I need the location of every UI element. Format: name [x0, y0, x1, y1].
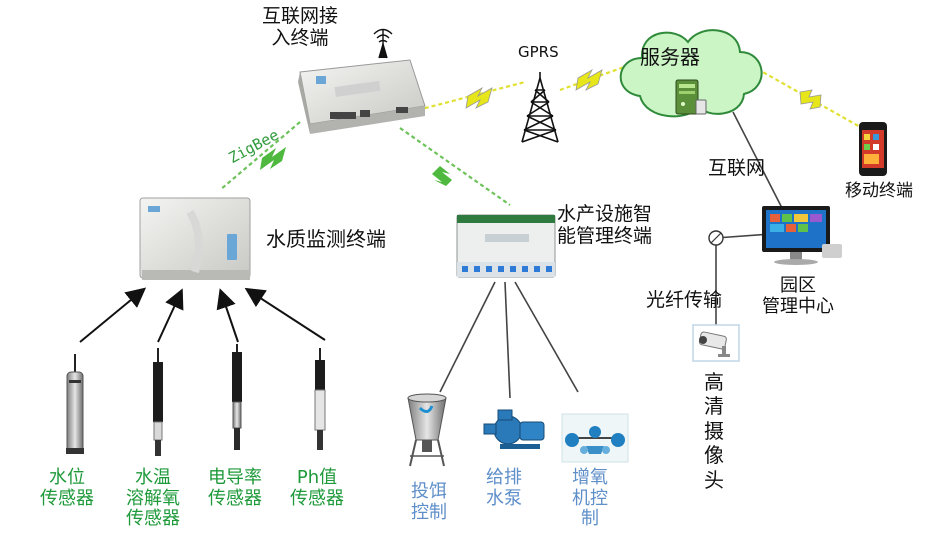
water-level-sensor-icon — [66, 354, 84, 454]
sensor-label-temp-do-line1: 水温 — [135, 467, 171, 488]
aqua-terminal-device — [456, 214, 556, 278]
control-label-feeding-line1: 投饵 — [411, 481, 447, 502]
control-label-aerator-line3: 制 — [581, 508, 599, 530]
temp-do-sensor-icon — [153, 348, 163, 456]
camera-label-char5: 头 — [704, 467, 724, 492]
park-center-label-line1: 园区 — [780, 275, 816, 296]
sensor-label-temp-do: 水温 溶解氧 传感器 — [126, 467, 180, 530]
cctv-camera-icon — [692, 324, 740, 362]
feeder-icon — [407, 393, 447, 467]
mobile-phone-icon — [859, 122, 887, 176]
camera-label-char1: 高 — [704, 370, 724, 394]
camera-label-char2: 清 — [704, 394, 724, 419]
park-center-label-line2: 管理中心 — [762, 295, 834, 317]
sensor-label-conductivity-line2: 传感器 — [208, 487, 262, 509]
internet-gateway-label-line1: 互联网接 — [262, 5, 339, 27]
internet-label: 互联网 — [708, 157, 766, 179]
sensor-label-ph: Ph值 传感器 — [290, 467, 344, 509]
camera-label: 高 清 摄 像 头 — [704, 370, 724, 492]
wireless-links — [219, 60, 863, 206]
server-icon — [675, 79, 707, 115]
sensor-arrows — [79, 287, 326, 343]
sensor-label-temp-do-line3: 传感器 — [126, 508, 180, 530]
gprs-label: GPRS — [518, 43, 559, 61]
sensor-label-temp-do-line2: 溶解氧 — [126, 487, 180, 509]
internet-gateway-label-line2: 入终端 — [271, 26, 329, 49]
aerator-icon — [561, 413, 629, 463]
park-center-label: 园区 管理中心 — [762, 275, 834, 317]
sensor-label-ph-line1: Ph值 — [296, 467, 338, 488]
water-quality-terminal-label: 水质监测终端 — [266, 227, 386, 251]
internet-gateway-label: 互联网接 入终端 — [262, 5, 339, 50]
computer-icon — [762, 206, 842, 265]
fiber-junction-icon — [708, 230, 724, 246]
gateway-device — [298, 59, 426, 134]
server-label: 服务器 — [640, 45, 700, 69]
water-pump-icon — [483, 409, 545, 449]
conductivity-sensor-icon — [232, 344, 242, 450]
control-label-aerator-line1: 增氧 — [572, 467, 608, 488]
wired-links — [439, 111, 783, 399]
gprs-tower-icon — [521, 72, 559, 143]
control-label-feeding-line2: 控制 — [411, 501, 447, 523]
sensor-label-water-level: 水位 传感器 — [40, 467, 94, 509]
control-label-pump-line2: 水泵 — [486, 487, 522, 509]
aqua-terminal-label-line2: 能管理终端 — [557, 224, 653, 247]
sensor-label-ph-line2: 传感器 — [290, 487, 344, 509]
aqua-terminal-label: 水产设施智 能管理终端 — [557, 203, 653, 248]
fiber-label: 光纤传输 — [646, 289, 723, 311]
camera-label-char3: 摄 — [704, 418, 724, 443]
control-label-pump-line1: 给排 — [486, 467, 522, 488]
sensor-label-conductivity: 电导率 传感器 — [208, 467, 262, 509]
mobile-terminal-label: 移动终端 — [845, 181, 913, 201]
water-quality-terminal-device — [139, 197, 251, 280]
control-label-pump: 给排 水泵 — [486, 467, 522, 509]
camera-label-char4: 像 — [704, 443, 724, 468]
sensor-label-water-level-line2: 传感器 — [40, 487, 94, 509]
control-label-feeding: 投饵 控制 — [411, 481, 447, 523]
antenna-icon — [373, 28, 393, 59]
sensor-label-water-level-line1: 水位 — [49, 467, 85, 488]
ph-sensor-icon — [314, 348, 326, 450]
signal-zigzags — [260, 68, 822, 186]
sensor-label-conductivity-line1: 电导率 — [208, 467, 262, 488]
aqua-terminal-label-line1: 水产设施智 — [557, 203, 653, 225]
control-label-aerator-line2: 机控 — [572, 487, 608, 509]
control-label-aerator: 增氧 机控 制 — [572, 467, 608, 530]
